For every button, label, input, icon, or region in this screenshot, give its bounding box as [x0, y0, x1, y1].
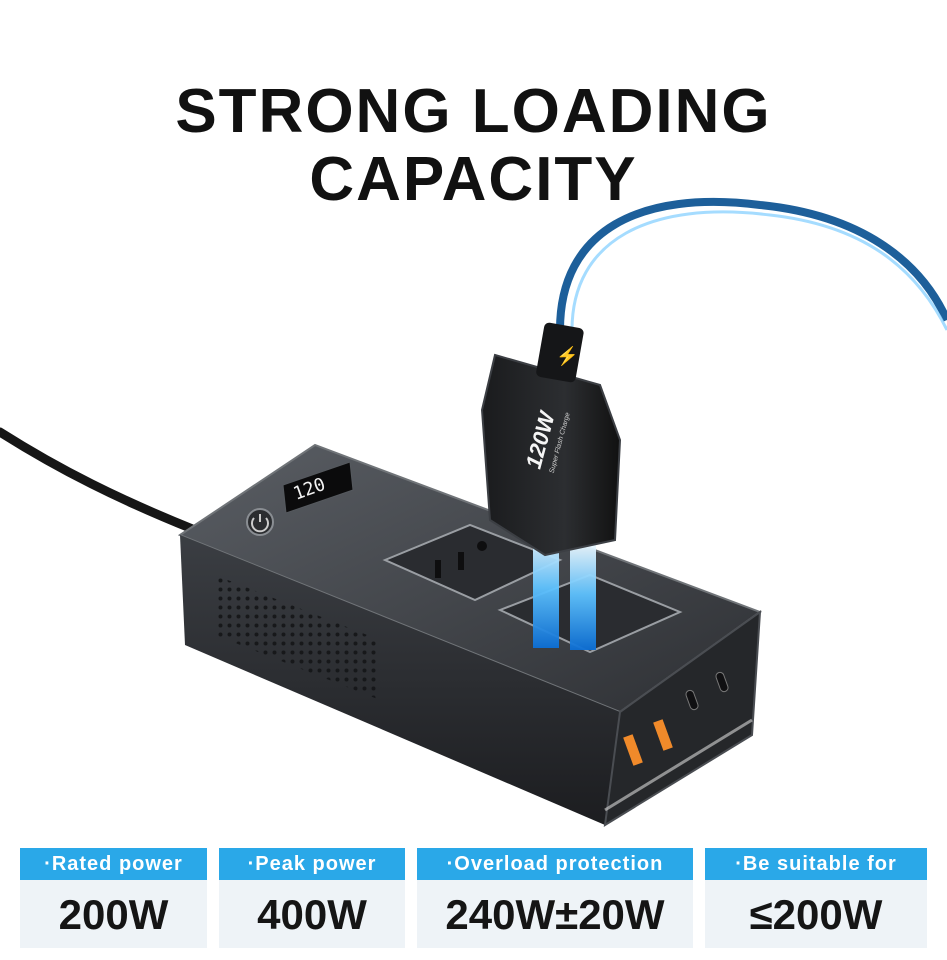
inverter-end-face: [603, 609, 762, 827]
charger-plug: [480, 353, 622, 557]
headline: STRONG LOADING CAPACITY: [0, 78, 947, 214]
charging-cable: [556, 198, 947, 331]
ac-outlet-1: [382, 523, 563, 602]
usb-c-port-2: [715, 671, 729, 693]
spec-value: ≤200W: [749, 891, 883, 938]
spec-rated-power: ·Rated power 200W: [20, 848, 207, 948]
spec-label: ·Be suitable for: [705, 848, 927, 880]
power-inverter-illustration: 120 ⚡ 120W Super Flash Charge: [0, 198, 947, 827]
headline-line-1: STRONG LOADING: [175, 77, 772, 146]
usb-a-port-2: [653, 719, 673, 751]
spec-label: ·Peak power: [219, 848, 405, 880]
headline-line-2: CAPACITY: [309, 145, 638, 214]
usb-c-port-1: [685, 689, 699, 711]
led-display: [282, 461, 354, 514]
spec-value: 200W: [58, 891, 169, 938]
spec-value: 240W±20W: [445, 891, 665, 938]
spec-overload-protection: ·Overload protection 240W±20W: [417, 848, 693, 948]
spec-peak-power: ·Peak power 400W: [219, 848, 405, 948]
spec-label: ·Rated power: [20, 848, 207, 880]
lightning-icon: ⚡: [556, 345, 578, 367]
spec-value: 400W: [257, 891, 367, 938]
spec-strip: ·Rated power 200W ·Peak power 400W ·Over…: [20, 848, 927, 948]
glowing-prong-right: [570, 538, 596, 650]
spec-label: ·Overload protection: [417, 848, 693, 880]
usb-a-port-1: [623, 734, 643, 766]
vent-grille: [215, 575, 380, 700]
power-cord: [0, 427, 200, 535]
charger-cable-head: [536, 322, 584, 383]
spec-suitable-for: ·Be suitable for ≤200W: [705, 848, 927, 948]
